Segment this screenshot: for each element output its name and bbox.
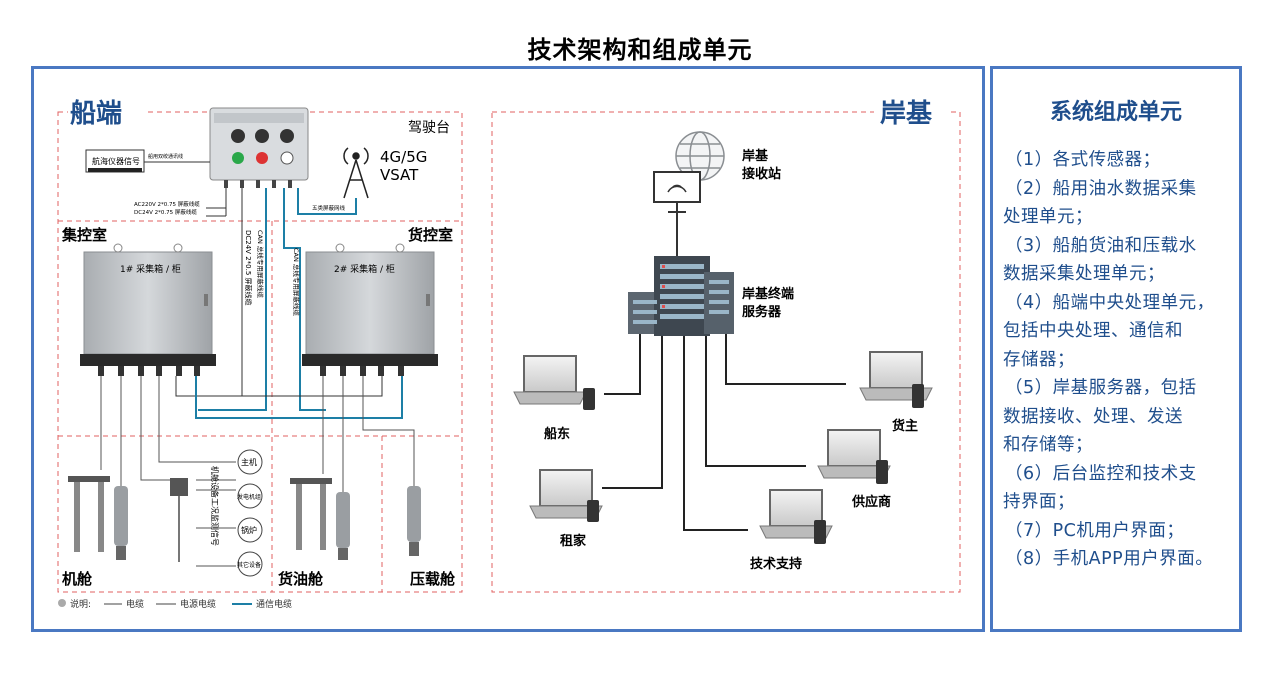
comm-label-line2: VSAT (380, 166, 419, 184)
bridge-control-panel (209, 107, 309, 188)
legend-power-cable: 电源电缆 (180, 598, 216, 610)
laptop-ship-owner-icon (513, 355, 595, 410)
unit-item: （2）船用油水数据采集处理单元； (1003, 178, 1197, 228)
page-title: 技术架构和组成单元 (527, 36, 753, 64)
client-supplier: 供应商 (851, 494, 891, 510)
architecture-frame (31, 66, 985, 632)
units-title: 系统组成单元 (1049, 100, 1182, 125)
legend-comm-cable: 通信电缆 (256, 598, 292, 610)
unit-item: （6）后台监控和技术支持界面； (1003, 463, 1197, 513)
unit-item: （1）各式传感器； (1005, 150, 1161, 170)
equipment-boiler: 锅炉 (241, 525, 257, 535)
pressure-sensor-icon (114, 486, 128, 560)
dc-cable-vertical: DC24V 2*0.5 屏蔽线缆 (244, 230, 253, 306)
client-tech-support: 技术支持 (750, 556, 802, 572)
terminal-server-line1: 岸基终端 (742, 286, 794, 302)
can-cable-vertical-1: CAN 总线专用屏蔽线缆 (256, 230, 265, 298)
nav-signal-box (85, 149, 145, 173)
unit-item: （5）岸基服务器，包括数据接收、处理、发送和存储等； (1003, 378, 1197, 455)
receiving-station-line2: 接收站 (742, 166, 781, 182)
engine-room-label: 机舱 (62, 570, 93, 588)
units-list: （1）各式传感器； （2）船用油水数据采集处理单元； （3）船舶货油和压载水数据… (1003, 146, 1239, 574)
nav-signal-label: 航海仪器信号 (92, 156, 140, 166)
antenna-icon (343, 147, 369, 199)
legend-cable: 电缆 (126, 598, 144, 610)
can-cable-vertical-2: CAN 总线专用屏蔽线缆 (292, 248, 301, 316)
laptop-lessee-icon (529, 469, 603, 522)
temperature-sensor-icon (170, 478, 188, 562)
engine-control-room-label: 集控室 (61, 226, 107, 244)
unit-item: （3）船舶货油和压载水数据采集处理单元； (1003, 235, 1197, 285)
monitor-icon (653, 171, 701, 213)
server-rack-icon (628, 256, 734, 336)
collection-cabinet-1 (80, 243, 216, 366)
bridge-label: 驾驶台 (408, 120, 450, 136)
nav-cable-label: 船用双绞通讯线 (148, 153, 183, 160)
cargo-pressure-sensor-icon (336, 492, 350, 560)
ballast-tank-label: 压载舱 (410, 570, 456, 588)
units-frame (990, 66, 1242, 632)
unit-item: （8）手机APP用户界面。 (1005, 549, 1214, 569)
legend (58, 599, 252, 607)
laptop-tech-support-icon (759, 489, 833, 544)
terminal-server-line2: 服务器 (742, 304, 782, 320)
power-dc-label: DC24V 2*0.75 屏蔽线缆 (134, 208, 197, 216)
laptop-cargo-owner-icon (859, 351, 933, 408)
client-ship-owner: 船东 (544, 426, 570, 442)
equipment-other: 其它设备 (237, 561, 261, 569)
type5-cable-label: 五类屏蔽网线 (312, 204, 346, 212)
cargo-tank-label: 货油舱 (278, 570, 324, 588)
cargo-level-sensor-icon (290, 478, 332, 550)
laptop-supplier-icon (817, 429, 891, 484)
globe-icon (675, 131, 725, 181)
equipment-main-engine: 主机 (241, 457, 257, 467)
ship-label: 船端 (70, 98, 122, 129)
equipment-generator: 发电机组 (237, 493, 261, 501)
collection-cabinet-2 (302, 243, 438, 366)
cabinet-1-label: 1# 采集箱 / 柜 (120, 263, 181, 275)
unit-item: （4）船端中央处理单元，包括中央处理、通信和存储器； (1003, 292, 1215, 370)
cargo-control-room-label: 货控室 (408, 226, 453, 244)
equipment-list (237, 449, 263, 577)
legend-prefix: 说明: (70, 598, 91, 610)
receiving-station-line1: 岸基 (742, 148, 769, 164)
level-sensor-icon (68, 476, 110, 552)
shore-label: 岸基 (880, 99, 933, 129)
client-cargo-owner: 货主 (892, 418, 918, 434)
unit-item: （7）PC机用户界面； (1005, 520, 1185, 541)
power-ac-label: AC220V 2*0.75 屏蔽线缆 (134, 200, 200, 208)
engine-signal-vertical: 机舱设备工况监测信号 (210, 466, 220, 546)
cabinet-2-label: 2# 采集箱 / 柜 (334, 263, 395, 275)
comm-label-line1: 4G/5G (380, 148, 427, 166)
ballast-pressure-sensor-icon (407, 486, 421, 556)
client-lessee: 租家 (560, 533, 587, 549)
